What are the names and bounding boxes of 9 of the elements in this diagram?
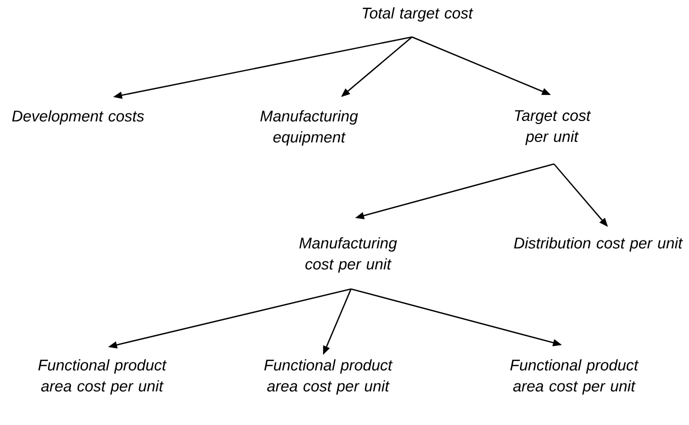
cost-label: Manufacturing cost per unit xyxy=(299,237,397,273)
cost-label: Functional product area cost per unit xyxy=(38,359,167,395)
cost-label: Distribution cost per unit xyxy=(514,237,683,252)
cost-label: Manufacturing equipment xyxy=(260,110,358,146)
cost-label: Functional product area cost per unit xyxy=(510,359,639,395)
cost-label: Target cost per unit xyxy=(514,110,591,146)
cost-label: Functional product area cost per unit xyxy=(264,359,393,395)
cost-label: Total target cost xyxy=(362,7,474,22)
cost-label: Development costs xyxy=(12,110,144,125)
